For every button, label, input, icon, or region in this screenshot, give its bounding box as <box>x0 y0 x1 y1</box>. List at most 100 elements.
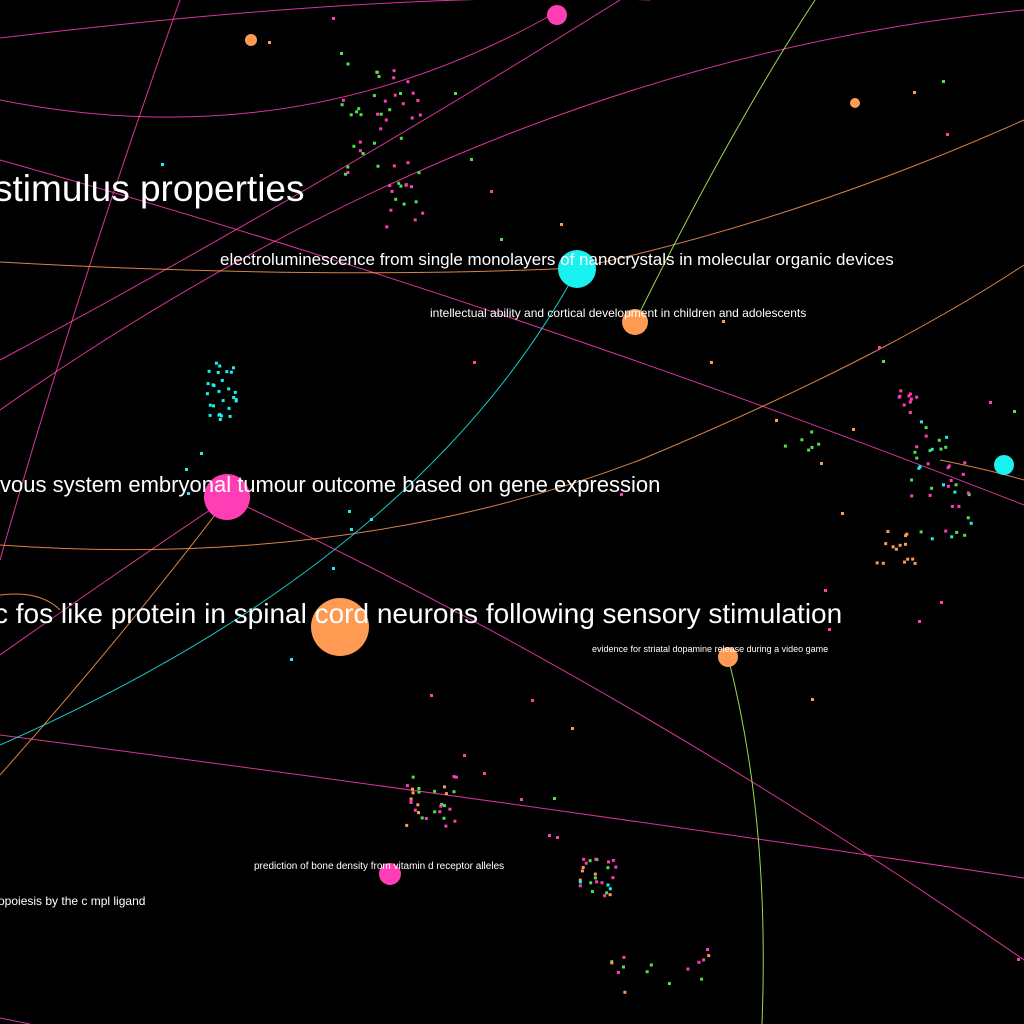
scatter-dot <box>903 560 906 564</box>
scatter-dot <box>605 891 609 895</box>
edge <box>0 9 1024 411</box>
scatter-dot <box>348 510 351 513</box>
scatter-dot <box>908 411 912 414</box>
scatter-dot <box>907 394 911 398</box>
scatter-dot <box>620 493 623 496</box>
node[interactable] <box>558 250 596 288</box>
scatter-dot <box>454 775 458 779</box>
node[interactable] <box>622 309 648 335</box>
scatter-dot <box>947 464 951 468</box>
edge <box>634 0 816 323</box>
node[interactable] <box>379 863 401 885</box>
label-nervous: vous system embryonal tumour outcome bas… <box>0 472 660 497</box>
scatter-dot <box>444 792 448 796</box>
scatter-dot <box>820 462 823 465</box>
scatter-dot <box>911 557 915 561</box>
scatter-dot <box>946 133 949 136</box>
scatter-dot <box>205 392 209 396</box>
scatter-dot <box>187 492 190 495</box>
scatter-dot <box>578 878 582 882</box>
scatter-dot <box>227 406 231 410</box>
edge <box>0 0 650 39</box>
scatter-dot <box>920 420 923 424</box>
scatter-dot <box>913 91 916 94</box>
node[interactable] <box>311 598 369 656</box>
scatter-dot <box>340 52 343 55</box>
scatter-dot <box>571 727 574 730</box>
scatter-dot <box>928 449 932 453</box>
scatter-dot <box>388 108 392 112</box>
edge <box>0 593 61 611</box>
edge <box>0 0 181 561</box>
scatter-dot <box>410 116 414 120</box>
scatter-dot <box>232 396 236 399</box>
scatter-dot <box>531 699 534 702</box>
scatter-dot <box>411 791 415 795</box>
scatter-dot <box>944 445 948 449</box>
scatter-dot <box>600 881 604 885</box>
scatter-dot <box>232 366 235 370</box>
scatter-dot <box>211 383 215 387</box>
edge <box>0 1017 31 1024</box>
scatter-dot <box>411 775 415 779</box>
scatter-dot <box>578 884 582 888</box>
scatter-dot <box>454 92 457 95</box>
scatter-dot <box>930 486 934 490</box>
scatter-dot <box>372 94 376 98</box>
nodes[interactable] <box>204 5 1014 885</box>
scatter-dot <box>945 435 949 439</box>
scatter-dot <box>967 493 971 497</box>
scatter-dot <box>405 784 409 788</box>
node[interactable] <box>850 98 860 108</box>
scatter-dot <box>891 545 895 549</box>
scatter-dot <box>358 149 362 153</box>
scatter-dot <box>966 516 970 520</box>
scatter-dot <box>216 371 220 374</box>
scatter-dot <box>817 442 821 446</box>
scatter-dot <box>375 70 379 74</box>
scatter-dot <box>608 893 612 897</box>
scatter-dot <box>915 445 919 449</box>
scatter-dot <box>1013 410 1016 413</box>
scatter-dot <box>811 698 814 701</box>
scatter-dot <box>452 775 456 779</box>
label-stimulus: stimulus properties <box>0 168 305 209</box>
scatter-dot <box>886 530 890 533</box>
scatter-dot <box>228 414 232 418</box>
scatter-dot <box>902 403 906 407</box>
scatter-dot <box>346 165 350 169</box>
scatter-dot <box>957 504 961 508</box>
scatter-dot <box>611 858 615 862</box>
scatter-dot <box>416 99 420 102</box>
scatter-dot <box>697 960 701 964</box>
scatter-dot <box>483 772 486 775</box>
scatter-dot <box>220 414 223 418</box>
node[interactable] <box>718 647 738 667</box>
scatter-dot <box>908 400 912 404</box>
scatter-dot <box>906 557 910 561</box>
scatter-dot <box>376 112 380 116</box>
scatter-dot <box>963 533 967 537</box>
scatter-dot <box>924 426 928 430</box>
scatter-dot <box>710 361 713 364</box>
node[interactable] <box>994 455 1014 475</box>
scatter-dot <box>417 787 421 790</box>
scatter-dot <box>608 887 612 891</box>
scatter-dot <box>1017 958 1020 961</box>
scatter-dot <box>955 530 959 534</box>
scatter-dot <box>452 790 456 794</box>
scatter-dot <box>389 208 393 212</box>
scatter-dot <box>352 144 356 148</box>
node[interactable] <box>204 474 250 520</box>
scatter-dot <box>590 890 594 893</box>
scatter-dot <box>622 955 626 959</box>
node[interactable] <box>245 34 257 46</box>
scatter-dot <box>500 238 503 241</box>
scatter-dot <box>413 808 417 812</box>
scatter-dot <box>442 804 446 808</box>
scatter-dot <box>824 589 827 592</box>
scatter-dot <box>417 811 420 815</box>
node[interactable] <box>547 5 567 25</box>
